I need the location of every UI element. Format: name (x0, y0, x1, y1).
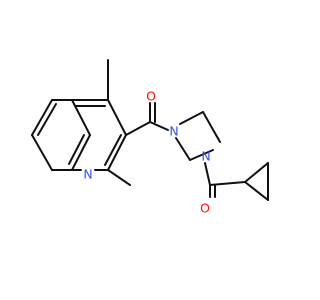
bond (68, 134, 85, 165)
bond (244, 181, 269, 201)
nitrogen-atom-ring-1: N (169, 124, 178, 139)
nitrogen-atom-quinoline: N (83, 167, 92, 182)
nitrogen-atom-ring-2: N (201, 149, 210, 164)
oxygen-atom-top: O (146, 89, 156, 104)
bond (104, 134, 122, 166)
molecule-structure-diagram: O N N N O (31, 59, 269, 216)
bond (204, 162, 211, 186)
bond (31, 99, 53, 136)
bond (107, 134, 127, 171)
bond (71, 134, 91, 171)
bond (244, 162, 269, 183)
bond (31, 134, 53, 171)
bond (37, 103, 57, 136)
bond (209, 181, 246, 186)
bond (179, 111, 204, 125)
bond (202, 111, 221, 143)
oxygen-atom-bottom: O (200, 201, 210, 216)
bond (107, 169, 131, 186)
bonds (31, 59, 269, 201)
bond (175, 137, 191, 161)
bond (125, 121, 151, 136)
atom-labels: O N N N O (83, 89, 210, 216)
bond (149, 121, 169, 131)
bond (189, 149, 214, 161)
bond (107, 99, 127, 136)
